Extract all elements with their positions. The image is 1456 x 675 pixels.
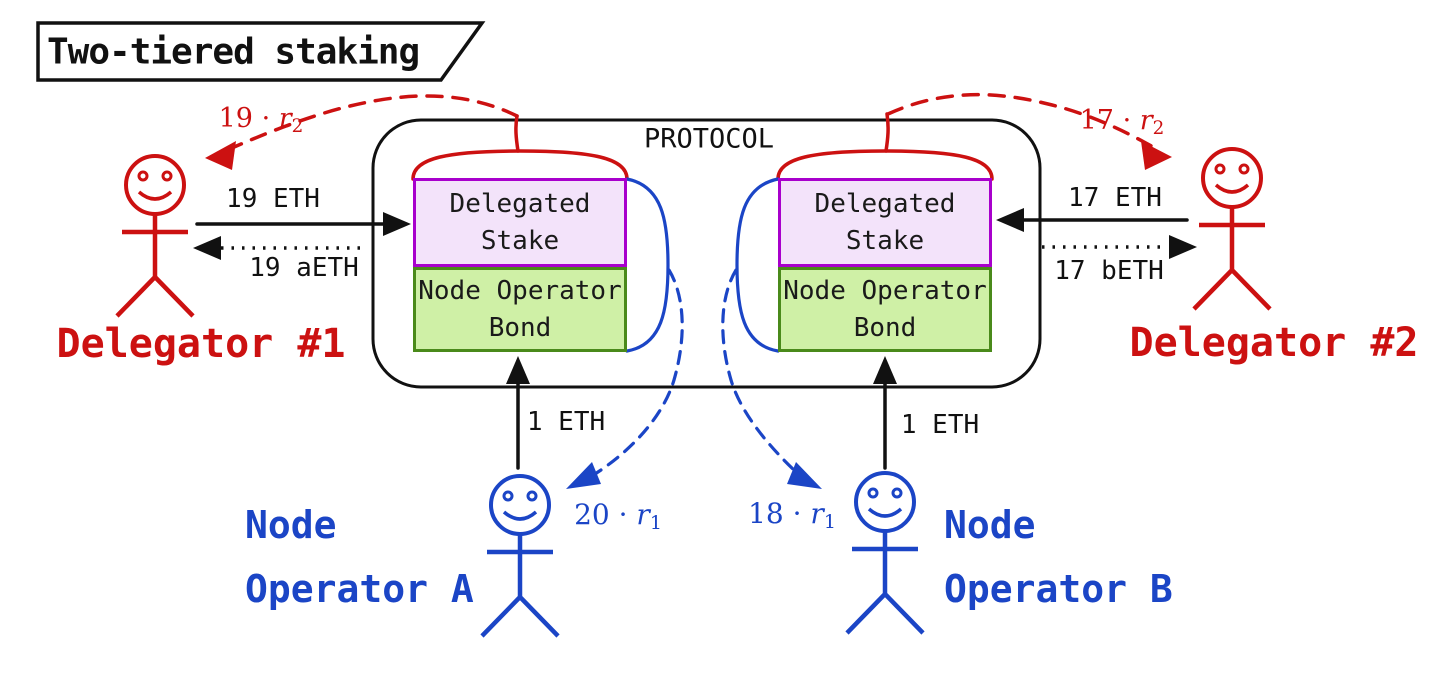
left-blue-brace bbox=[625, 177, 670, 353]
right-bond-line1: Node Operator bbox=[783, 275, 987, 306]
reward-coeff-a: 20 · bbox=[574, 497, 628, 531]
right-delegated-stake-box: Delegated Stake bbox=[778, 178, 992, 267]
delegator-1-label: Delegator #1 bbox=[56, 321, 346, 367]
reward-label-d2: 17 · r2 bbox=[1080, 105, 1165, 139]
right-red-brace-tick bbox=[884, 112, 890, 153]
reward-arrowhead-operator-a bbox=[566, 462, 601, 489]
bond-label-b: 1 ETH bbox=[900, 410, 980, 440]
deposit-label-d1: 19 ETH bbox=[226, 184, 320, 214]
protocol-container bbox=[371, 118, 1042, 389]
reward-label-operator-b: 18 · r1 bbox=[748, 497, 836, 533]
delegator-2-figure bbox=[1194, 149, 1270, 309]
reward-label-d1: 19 · r2 bbox=[219, 103, 304, 137]
left-delegated-stake-line1: Delegated bbox=[449, 188, 591, 219]
deposit-arrowhead-d1 bbox=[383, 212, 411, 236]
receipt-label-d1: 19 aETH bbox=[249, 253, 359, 283]
deposit-label-d2: 17 ETH bbox=[1068, 183, 1162, 213]
left-red-brace bbox=[411, 149, 629, 181]
receipt-arrowhead-d2 bbox=[1169, 235, 1197, 259]
reward-label-operator-a: 20 · r1 bbox=[574, 498, 662, 534]
left-bond-line1: Node Operator bbox=[418, 275, 622, 306]
reward-coeff-d1: 19 · bbox=[218, 102, 271, 134]
reward-coeff-d2: 17 · bbox=[1079, 104, 1132, 136]
right-red-brace bbox=[776, 149, 994, 181]
node-operator-a-label-line1: Node bbox=[245, 503, 337, 547]
deposit-arrowhead-d2 bbox=[996, 208, 1024, 232]
reward-var-b: r bbox=[810, 496, 824, 530]
node-operator-a-figure bbox=[482, 476, 558, 636]
reward-arrowhead-delegator-1 bbox=[205, 141, 236, 170]
right-blue-brace bbox=[735, 177, 780, 353]
reward-sub-b: 1 bbox=[823, 511, 836, 534]
receipt-label-d2: 17 bETH bbox=[1054, 256, 1164, 286]
bond-arrowhead-b bbox=[873, 356, 897, 384]
right-delegated-stake-line2: Stake bbox=[845, 225, 925, 256]
bond-label-a: 1 ETH bbox=[526, 407, 606, 437]
node-operator-b-label-line2: Operator B bbox=[944, 567, 1173, 611]
delegator-1-figure bbox=[117, 156, 193, 316]
left-node-operator-bond-box: Node Operator Bond bbox=[413, 267, 627, 352]
reward-sub-d1: 2 bbox=[291, 116, 304, 138]
reward-var-a: r bbox=[636, 497, 650, 531]
reward-var-d1: r bbox=[278, 102, 292, 134]
reward-var-d2: r bbox=[1139, 104, 1153, 136]
delegator-2-label: Delegator #2 bbox=[1129, 320, 1419, 366]
reward-curve-to-operator-b bbox=[721, 268, 810, 485]
reward-arc-to-delegator-1 bbox=[214, 94, 519, 157]
reward-arc-to-delegator-2 bbox=[886, 92, 1162, 153]
left-bond-line2: Bond bbox=[488, 312, 552, 343]
reward-curve-to-operator-a bbox=[578, 268, 684, 485]
protocol-label: PROTOCOL bbox=[643, 123, 775, 155]
reward-arrowhead-delegator-2 bbox=[1141, 141, 1172, 170]
reward-coeff-b: 18 · bbox=[748, 496, 802, 530]
node-operator-a-label-line2: Operator A bbox=[245, 567, 474, 611]
bond-arrowhead-a bbox=[506, 356, 530, 384]
reward-arrowhead-operator-b bbox=[787, 462, 822, 489]
reward-sub-a: 1 bbox=[649, 512, 662, 535]
node-operator-b-label-line1: Node bbox=[944, 503, 1036, 547]
node-operator-b-figure bbox=[847, 473, 923, 633]
diagram-title: Two-tiered staking bbox=[47, 31, 420, 73]
left-red-brace-tick bbox=[514, 114, 520, 153]
receipt-arrowhead-d1 bbox=[193, 236, 221, 260]
left-delegated-stake-box: Delegated Stake bbox=[413, 178, 627, 267]
right-bond-line2: Bond bbox=[853, 312, 917, 343]
right-node-operator-bond-box: Node Operator Bond bbox=[778, 267, 992, 352]
reward-sub-d2: 2 bbox=[1152, 118, 1165, 140]
title-box bbox=[36, 21, 486, 82]
left-delegated-stake-line2: Stake bbox=[480, 225, 560, 256]
right-delegated-stake-line1: Delegated bbox=[814, 188, 956, 219]
